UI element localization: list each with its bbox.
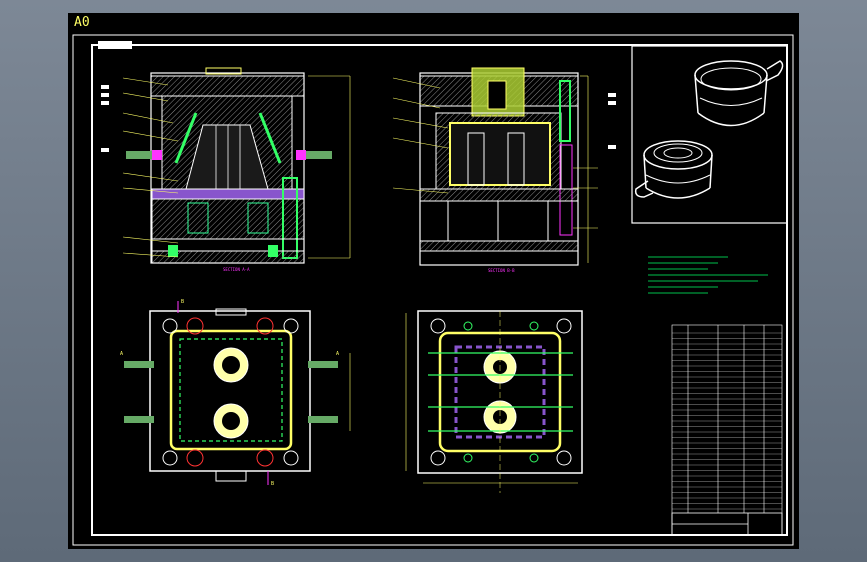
inner-frame [91,44,788,536]
tab-mark [98,41,132,49]
callout-b-top: B [181,299,184,305]
drawing-sheet: SECTION A-A [72,34,794,546]
cad-viewport[interactable]: A0 [68,13,799,549]
callout-a-right: A [336,351,339,357]
section-a-view: SECTION A-A [101,67,351,272]
plan-view-fixed [405,310,583,493]
isometric-view [631,45,788,224]
callout-a-left: A [120,351,123,357]
outer-frame [72,34,794,546]
section-b-label: SECTION B-B [488,268,515,273]
plan-view-moving: B B A A [120,299,351,487]
section-b-view: SECTION B-B [392,67,616,273]
technical-notes [648,256,768,294]
title-block [671,512,783,536]
callout-b-bottom: B [271,481,274,487]
section-a-label: SECTION A-A [223,267,250,272]
sheet-size-label: A0 [74,15,90,30]
bom-rows [672,332,782,510]
